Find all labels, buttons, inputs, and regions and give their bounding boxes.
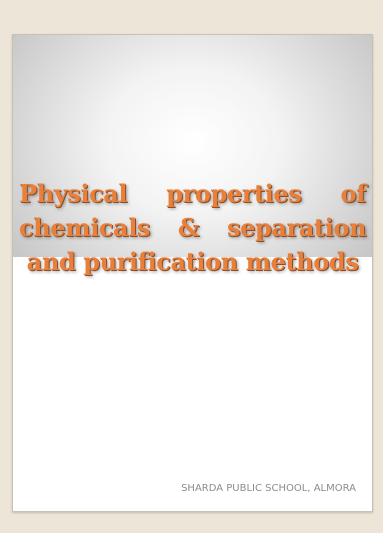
slide-title: Physical properties of chemicals & separ…	[19, 179, 366, 276]
slide-gradient-band	[13, 35, 372, 257]
presentation-slide: Physical properties of chemicals & separ…	[12, 34, 373, 512]
slide-footer-school: SHARDA PUBLIC SCHOOL, ALMORA	[181, 483, 356, 494]
